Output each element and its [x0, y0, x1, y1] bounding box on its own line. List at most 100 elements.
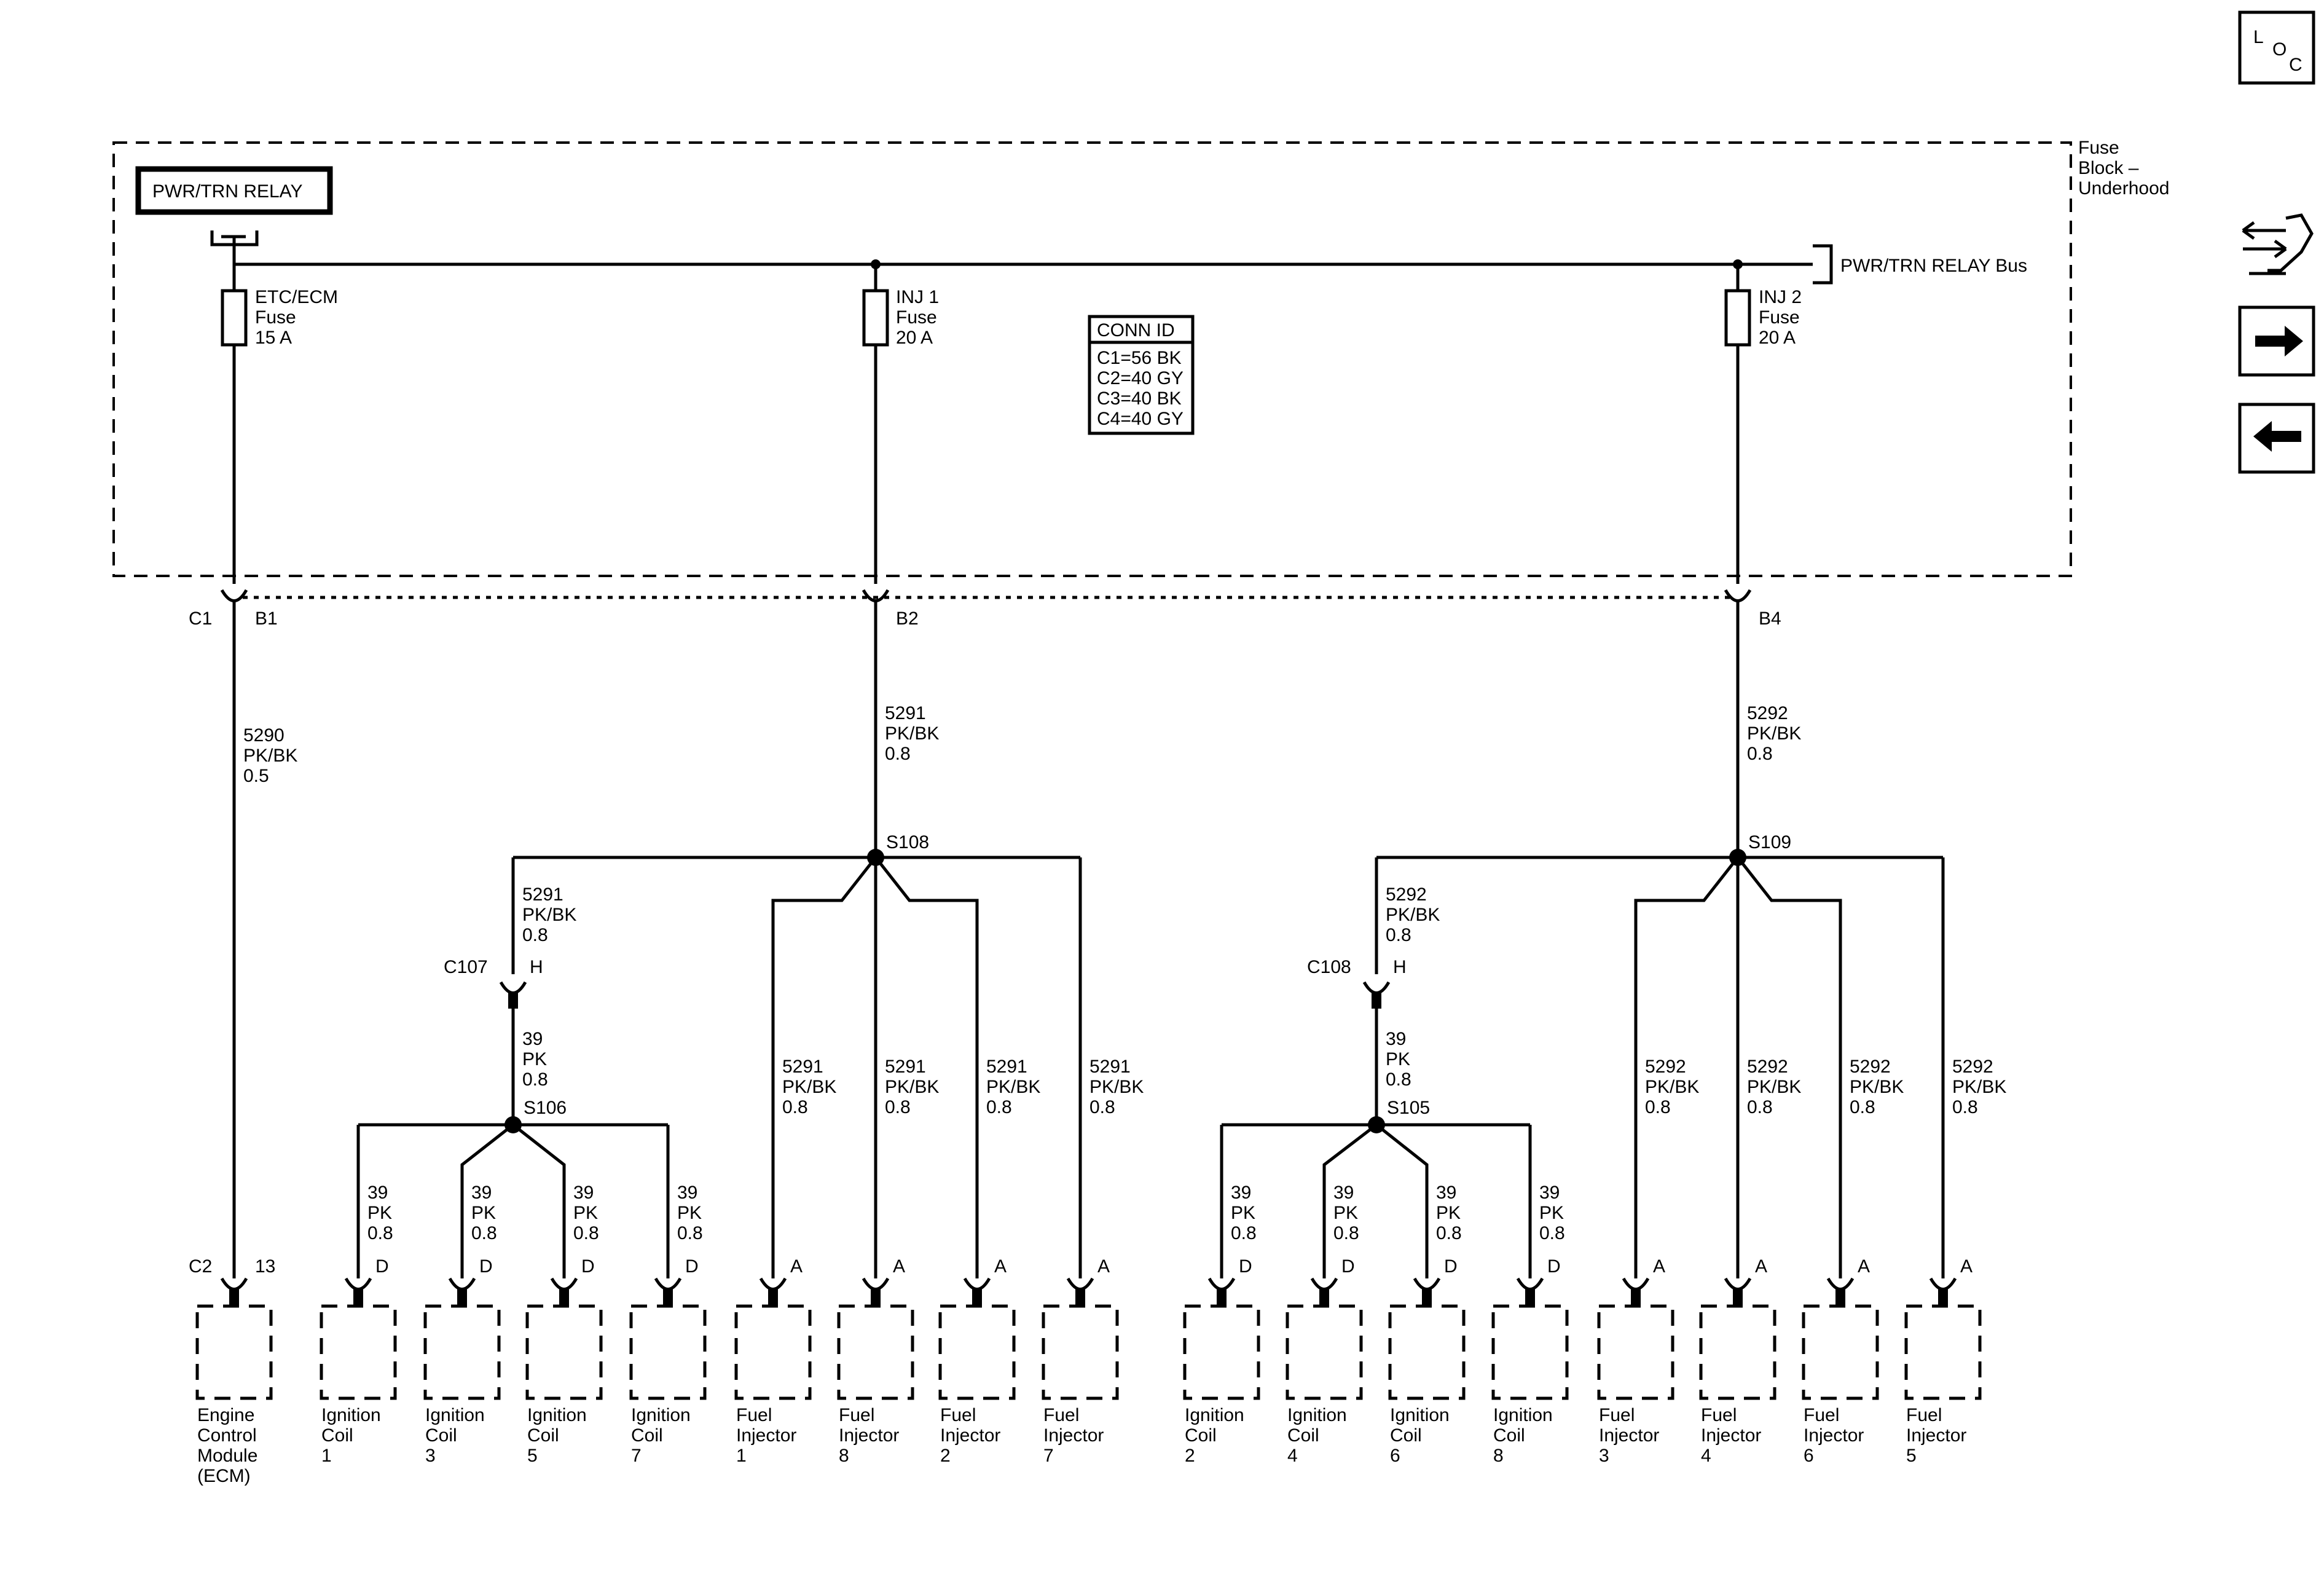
component-name-line: Module: [197, 1446, 257, 1466]
component-name-line: Ignition: [1287, 1405, 1347, 1425]
svg-text:PK/BK: PK/BK: [522, 905, 576, 925]
svg-text:S109: S109: [1748, 832, 1791, 853]
component-view-icon[interactable]: [2242, 213, 2314, 275]
terminal-pin: [1075, 1289, 1085, 1306]
component-name-line: 2: [1185, 1446, 1195, 1466]
component-name-line: Fuel: [736, 1405, 772, 1425]
svg-text:0.8: 0.8: [522, 1069, 548, 1090]
component-box: [1802, 1304, 1879, 1400]
component-terminal: [550, 1277, 578, 1291]
c1-b4-terminal: [1724, 589, 1752, 615]
fuse-block-label: Fuse: [2078, 138, 2119, 158]
component-pin-label: A: [790, 1256, 803, 1277]
component-name-line: 6: [1804, 1446, 1814, 1466]
svg-text:39: 39: [471, 1183, 492, 1203]
component-name-line: Fuel: [1804, 1405, 1839, 1425]
component-terminal: [1066, 1277, 1094, 1291]
svg-text:C4=40 GY: C4=40 GY: [1097, 409, 1184, 429]
component-name-line: Control: [197, 1425, 257, 1446]
svg-text:39: 39: [1231, 1183, 1251, 1203]
svg-text:S108: S108: [886, 832, 929, 853]
svg-text:0.8: 0.8: [1850, 1097, 1875, 1117]
loc-button[interactable]: L O C: [2238, 10, 2315, 85]
previous-page-button[interactable]: [2238, 403, 2315, 474]
component-name-line: Coil: [527, 1425, 559, 1446]
svg-text:PK: PK: [1231, 1203, 1255, 1223]
terminal-pin: [1938, 1289, 1948, 1306]
component-name-line: 3: [1599, 1446, 1609, 1466]
svg-text:20 A: 20 A: [1759, 328, 1796, 348]
svg-text:0.5: 0.5: [243, 766, 269, 786]
component-box: [1286, 1304, 1363, 1400]
pwr-trn-relay: PWR/TRN RELAY: [135, 166, 333, 246]
svg-text:5292: 5292: [1386, 884, 1427, 905]
svg-text:39: 39: [1333, 1183, 1354, 1203]
c1-b1-terminal: [220, 589, 248, 615]
component-pin-label: A: [1097, 1256, 1110, 1277]
svg-text:0.8: 0.8: [1952, 1097, 1978, 1117]
terminal-pin: [353, 1289, 363, 1306]
component-terminal: [448, 1277, 476, 1291]
component-name-line: Injector: [1804, 1425, 1864, 1446]
terminal-pin: [1631, 1289, 1641, 1306]
svg-text:PK/BK: PK/BK: [885, 1077, 939, 1097]
svg-text:Block –: Block –: [2078, 158, 2139, 178]
terminal-pin: [972, 1289, 982, 1306]
component-name-line: 4: [1701, 1446, 1711, 1466]
svg-text:15 A: 15 A: [255, 328, 292, 348]
svg-text:0.8: 0.8: [1747, 1097, 1773, 1117]
svg-text:INJ 1: INJ 1: [896, 287, 939, 307]
svg-text:39: 39: [522, 1029, 543, 1049]
component-name-line: Injector: [1701, 1425, 1761, 1446]
svg-text:0.8: 0.8: [986, 1097, 1012, 1117]
component-name-line: Injector: [1599, 1425, 1659, 1446]
svg-text:PK/BK: PK/BK: [782, 1077, 836, 1097]
component-name-line: Injector: [1906, 1425, 1966, 1446]
svg-text:0.8: 0.8: [1539, 1223, 1565, 1243]
component-name-line: 8: [1493, 1446, 1504, 1466]
svg-text:PK/BK: PK/BK: [1645, 1077, 1699, 1097]
svg-text:Fuse: Fuse: [896, 307, 937, 328]
terminal-pin: [663, 1289, 673, 1306]
terminal-pin: [1422, 1289, 1432, 1306]
svg-text:5291: 5291: [1089, 1057, 1131, 1077]
svg-text:0.8: 0.8: [471, 1223, 497, 1243]
component-name-line: 7: [1043, 1446, 1054, 1466]
component-name-line: Ignition: [1493, 1405, 1553, 1425]
component-pin-label: D: [685, 1256, 699, 1277]
component-pin-label: A: [1960, 1256, 1973, 1277]
svg-text:0.8: 0.8: [573, 1223, 599, 1243]
svg-text:H: H: [1393, 957, 1407, 977]
svg-text:39: 39: [1386, 1029, 1406, 1049]
component-terminal: [963, 1277, 991, 1291]
svg-text:5291: 5291: [782, 1057, 823, 1077]
svg-text:PK: PK: [471, 1203, 496, 1223]
component-pin-label: D: [1444, 1256, 1458, 1277]
svg-text:39: 39: [677, 1183, 697, 1203]
component-name-line: Ignition: [1390, 1405, 1450, 1425]
svg-text:PK/BK: PK/BK: [986, 1077, 1040, 1097]
component-name-line: Coil: [1185, 1425, 1217, 1446]
wire-label-5292-c108: 5292 PK/BK 0.8: [1386, 884, 1440, 945]
component-name-line: Fuel: [1043, 1405, 1079, 1425]
svg-text:0.8: 0.8: [1231, 1223, 1257, 1243]
component-pin-label: A: [1858, 1256, 1870, 1277]
component-pin-label: D: [581, 1256, 595, 1277]
svg-text:39: 39: [367, 1183, 388, 1203]
next-page-button[interactable]: [2238, 305, 2315, 377]
svg-text:Fuse: Fuse: [255, 307, 296, 328]
component-box: [734, 1304, 812, 1400]
wire-label-5291-c107: 5291 PK/BK 0.8: [522, 884, 576, 945]
component-box: [837, 1304, 914, 1400]
component-terminal: [344, 1277, 372, 1291]
component-name-line: Fuel: [1599, 1405, 1635, 1425]
